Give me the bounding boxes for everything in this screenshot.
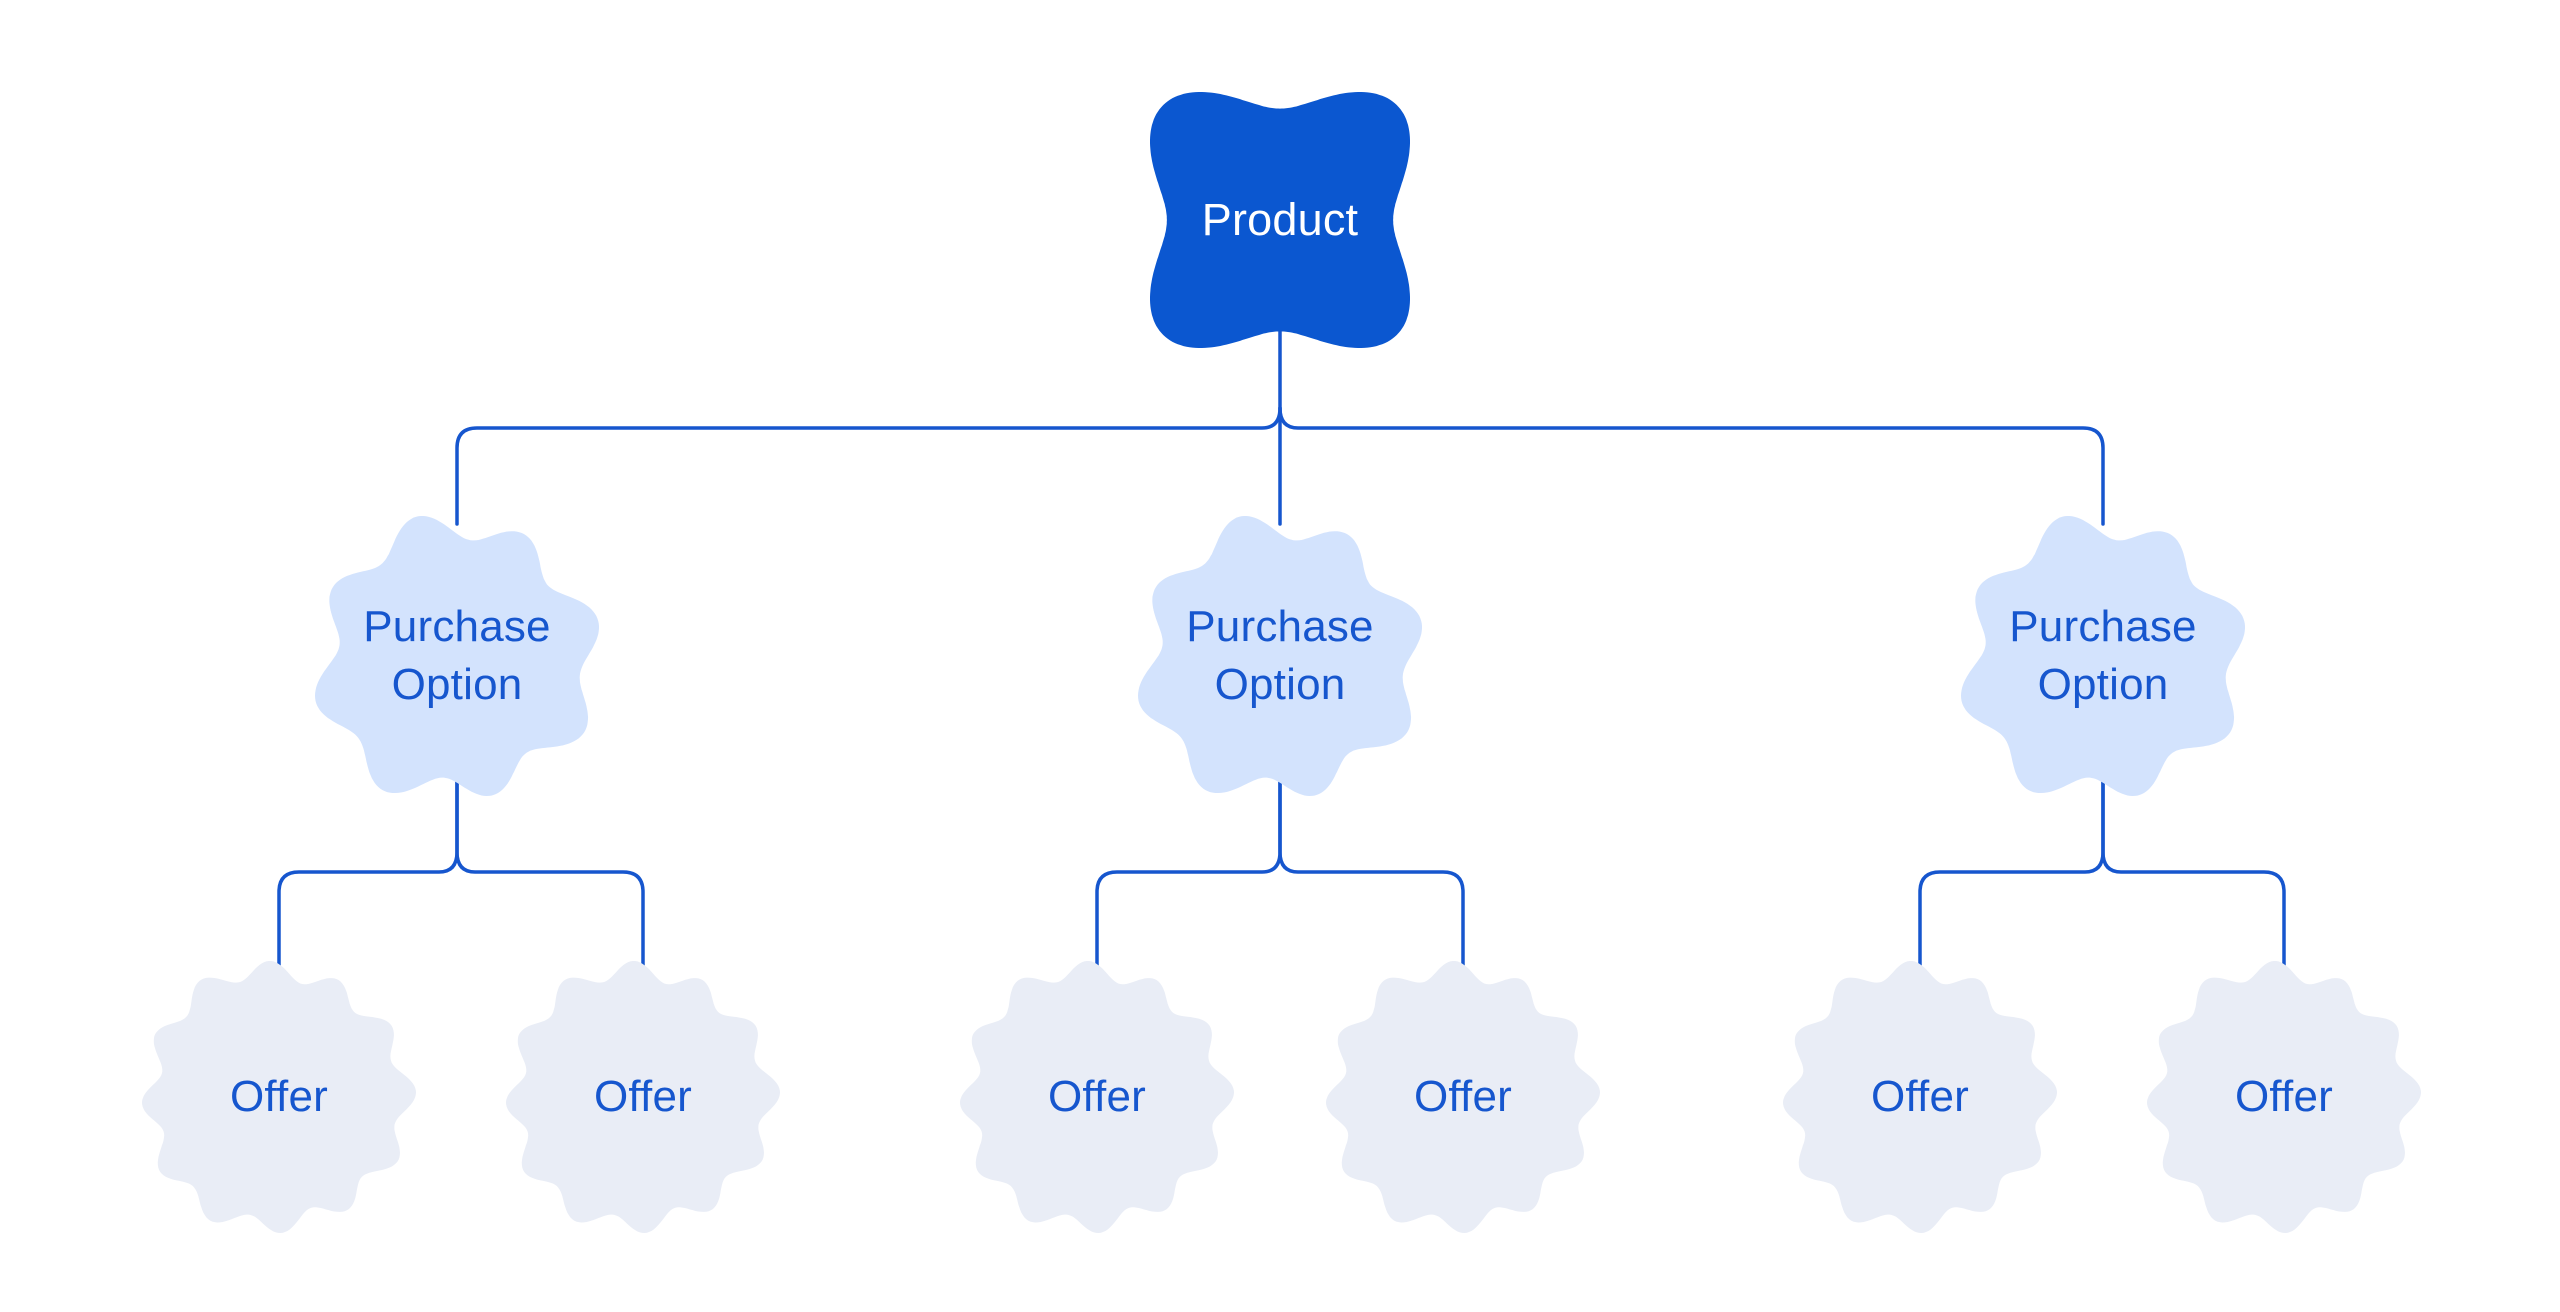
offer-blob-shape: [2147, 961, 2421, 1233]
node-label-offer-1: Offer: [229, 1071, 328, 1121]
offer-blob-shape: [960, 961, 1234, 1233]
node-offer-6: Offer: [2147, 961, 2421, 1233]
node-offer-4: Offer: [1326, 961, 1600, 1233]
node-label-offer-4: Offer: [1413, 1071, 1512, 1121]
node-label-offer-3: Offer: [1047, 1071, 1146, 1121]
connector-path: [455, 406, 1282, 526]
node-label-purchase-option-3: Purchase Option: [2009, 601, 2197, 709]
connector-path: [455, 780, 645, 978]
connector-path: [1095, 780, 1282, 978]
connector-path: [1918, 780, 2105, 978]
offer-blob-shape: [506, 961, 780, 1233]
node-purchase-option-1: Purchase Option: [315, 516, 599, 796]
connector-path: [1278, 406, 2105, 526]
node-offer-1: Offer: [142, 961, 416, 1233]
node-label-product: Product: [1201, 194, 1359, 246]
node-offer-3: Offer: [960, 961, 1234, 1233]
purchase-option-blob-shape: [1138, 516, 1422, 796]
node-label-purchase-option-1: Purchase Option: [363, 601, 551, 709]
offer-blob-shape: [142, 961, 416, 1233]
product-blob-shape: [1150, 92, 1410, 348]
node-label-offer-2: Offer: [593, 1071, 692, 1121]
connector-path: [2101, 780, 2286, 978]
node-label-purchase-option-2: Purchase Option: [1186, 601, 1374, 709]
node-product: Product: [1150, 92, 1410, 348]
connector-path: [277, 780, 459, 978]
node-purchase-option-2: Purchase Option: [1138, 516, 1422, 796]
node-offer-2: Offer: [506, 961, 780, 1233]
connector-path: [1278, 780, 1465, 978]
node-purchase-option-3: Purchase Option: [1961, 516, 2245, 796]
offer-blob-shape: [1326, 961, 1600, 1233]
node-label-offer-6: Offer: [2234, 1071, 2333, 1121]
node-label-offer-5: Offer: [1870, 1071, 1969, 1121]
node-offer-5: Offer: [1783, 961, 2057, 1233]
purchase-option-blob-shape: [1961, 516, 2245, 796]
offer-blob-shape: [1783, 961, 2057, 1233]
purchase-option-blob-shape: [315, 516, 599, 796]
